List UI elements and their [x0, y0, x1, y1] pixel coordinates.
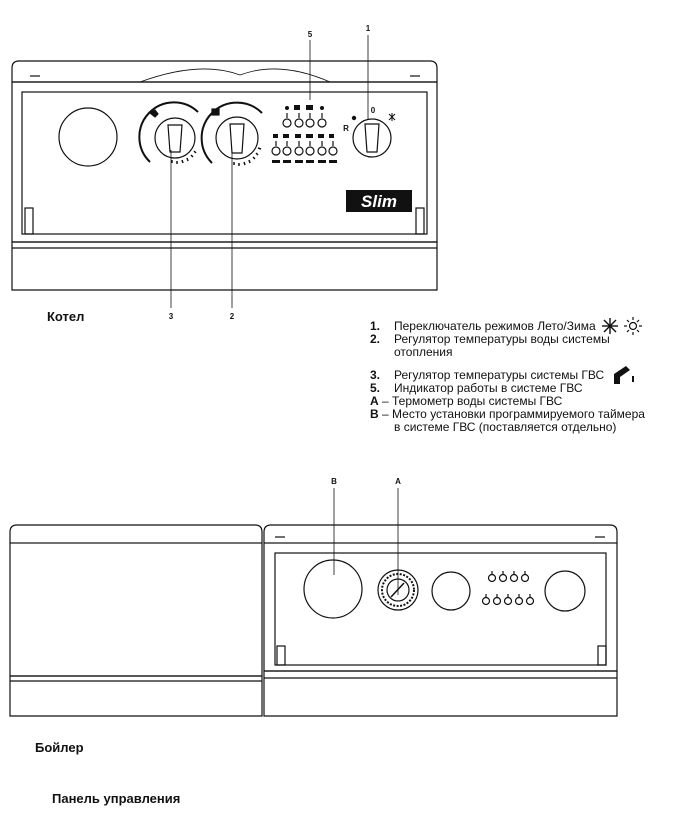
water-heater-right-circle	[544, 570, 586, 612]
legend-key-5: 5.	[370, 381, 381, 395]
timer-mount-circle	[303, 559, 363, 619]
summer-winter-knob	[351, 113, 396, 158]
legend-item-b: B – Место установки программируемого тай…	[370, 408, 670, 421]
summer-mark-icon	[351, 115, 357, 121]
legend-item-3: 3. Регулятор температуры системы ГВС	[370, 369, 670, 382]
callout-b: B	[331, 477, 337, 486]
legend-text-2-cont: отопления	[394, 345, 453, 359]
legend-key-1: 1.	[370, 319, 381, 333]
legend-item-1: 1. Переключатель режимов Лето/Зима	[370, 320, 670, 333]
water-heater-unit	[9, 488, 618, 717]
callout-a: A	[395, 477, 401, 486]
legend-item-a: A – Термометр воды системы ГВС	[370, 395, 670, 408]
slim-logo: Slim	[346, 190, 412, 212]
callout-3: 3	[169, 312, 174, 321]
dial-mark-r: R	[343, 124, 349, 133]
legend: 1. Переключатель режимов Лето/Зима 2. Ре…	[370, 320, 670, 434]
snowflake-icon	[602, 318, 618, 334]
legend-item-2: 2. Регулятор температуры воды системы	[370, 333, 670, 346]
legend-item-5: 5. Индикатор работы в системе ГВС	[370, 382, 670, 395]
water-heater-indicators	[481, 571, 535, 606]
dial-mark-zero: 0	[371, 106, 376, 115]
boiler-round-window	[58, 107, 118, 167]
boiler-control-panel	[21, 91, 428, 235]
winter-mark-icon	[388, 113, 396, 121]
tap-icon	[148, 109, 159, 118]
dhw-indicator-cluster	[271, 105, 338, 163]
legend-tap-icon	[614, 366, 634, 384]
sun-icon	[624, 317, 642, 335]
legend-text-b: – Место установки программируемого тайме…	[378, 407, 645, 421]
legend-text-5: Индикатор работы в системе ГВС	[394, 381, 583, 395]
legend-text-3: Регулятор температуры системы ГВС	[394, 368, 605, 382]
callout-2: 2	[230, 312, 235, 321]
control-panel-caption: Панель управления	[52, 791, 181, 806]
legend-key-a: A	[370, 394, 379, 408]
legend-key-2: 2.	[370, 332, 381, 346]
callout-5: 5	[308, 30, 313, 39]
water-heater-round-control	[431, 571, 471, 611]
legend-text-b-cont: в системе ГВС (поставляется отдельно)	[394, 420, 617, 434]
heating-temperature-knob	[200, 101, 263, 166]
dhw-temperature-knob	[138, 101, 199, 164]
callout-1: 1	[366, 24, 371, 33]
legend-text-1: Переключатель режимов Лето/Зима	[394, 319, 596, 333]
legend-text-a: – Термометр воды системы ГВС	[378, 394, 563, 408]
boiler-caption: Котел	[47, 309, 85, 324]
boiler-unit: Slim	[11, 35, 438, 308]
slim-logo-text: Slim	[361, 192, 397, 211]
legend-text-2: Регулятор температуры воды системы	[394, 332, 610, 346]
water-heater-control-panel	[274, 552, 607, 666]
legend-key-b: B	[370, 407, 379, 421]
radiator-icon	[211, 108, 220, 116]
legend-key-3: 3.	[370, 368, 381, 382]
water-heater-caption: Бойлер	[35, 740, 84, 755]
